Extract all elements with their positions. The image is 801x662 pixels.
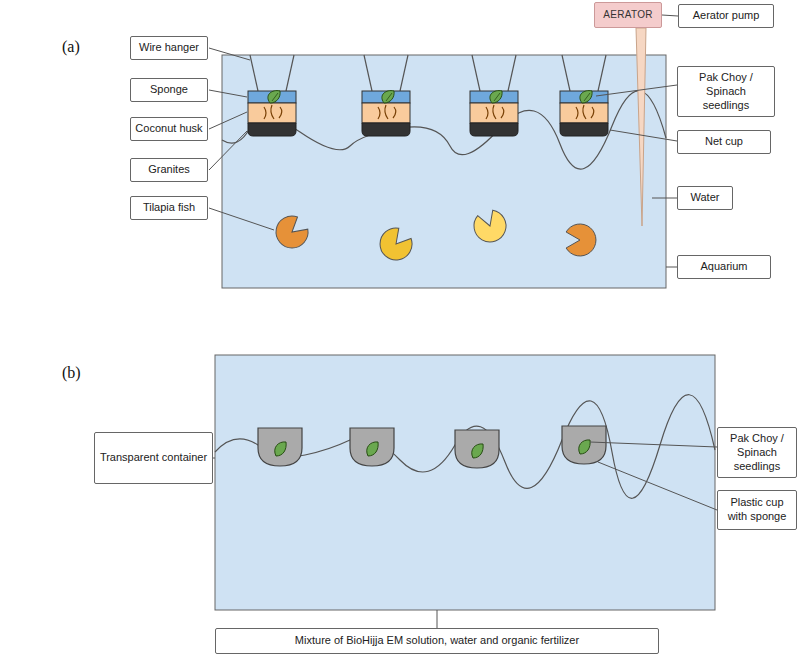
label-box: Pak Choy / Spinach seedlings <box>677 66 775 117</box>
label-text: Transparent container <box>99 451 208 465</box>
label-box: Tilapia fish <box>130 196 208 220</box>
label-text: Pak Choy / Spinach seedlings <box>722 432 792 473</box>
pump-box: AERATOR <box>594 2 662 28</box>
label-text: Net cup <box>682 135 766 149</box>
label-box: Pak Choy / Spinach seedlings <box>717 427 797 478</box>
label-box: Net cup <box>677 130 771 154</box>
label-box: Coconut husk <box>130 117 208 141</box>
label-box: Mixture of BioHijja EM solution, water a… <box>215 628 659 654</box>
label-box: Granites <box>130 158 208 182</box>
label-box: Wire hanger <box>130 36 208 60</box>
label-box: Sponge <box>130 78 208 102</box>
panel-label: (b) <box>62 364 81 382</box>
label-text: Water <box>682 191 728 205</box>
label-text: Plastic cup with sponge <box>722 496 792 524</box>
connector-line <box>662 15 678 16</box>
label-text: Aerator pump <box>683 9 769 23</box>
label-text: Aquarium <box>682 260 766 274</box>
label-text: Wire hanger <box>135 41 203 55</box>
label-text: Tilapia fish <box>135 201 203 215</box>
label-text: Coconut husk <box>135 122 203 136</box>
panel-label: (a) <box>62 38 80 56</box>
label-text: Sponge <box>135 83 203 97</box>
label-box: Plastic cup with sponge <box>717 490 797 530</box>
label-box: Transparent container <box>94 432 213 484</box>
label-box: Water <box>677 186 733 210</box>
label-box: Aerator pump <box>678 4 774 28</box>
label-text: Granites <box>135 163 203 177</box>
label-text: Mixture of BioHijja EM solution, water a… <box>220 634 654 648</box>
label-box: Aquarium <box>677 255 771 279</box>
label-text: Pak Choy / Spinach seedlings <box>682 71 770 112</box>
label-text: AERATOR <box>599 9 657 22</box>
